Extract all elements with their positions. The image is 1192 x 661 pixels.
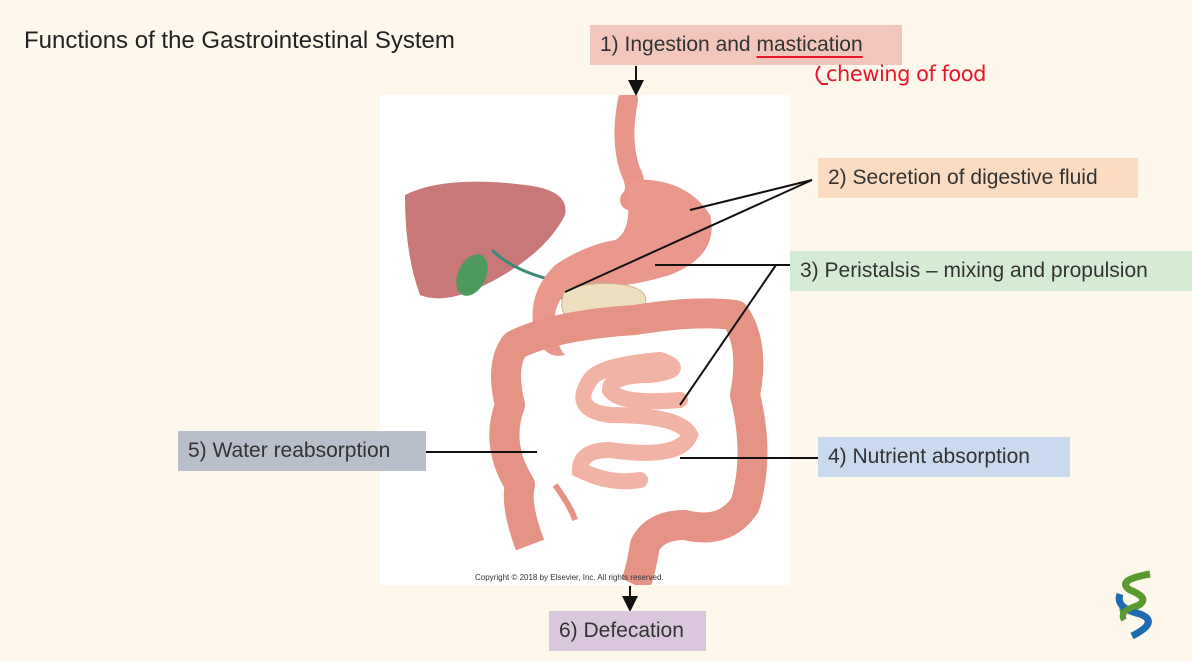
label-water-reabsorption: 5) Water reabsorption	[178, 431, 426, 471]
label-ingestion-text: 1) Ingestion and	[600, 33, 757, 56]
line-secretion-stomach	[689, 179, 813, 211]
line-peristalsis-intestine	[679, 264, 777, 406]
label-secretion: 2) Secretion of digestive fluid	[818, 158, 1138, 198]
small-intestine	[571, 351, 699, 490]
large-intestine	[489, 298, 768, 592]
copyright-text: Copyright © 2018 by Elsevier, Inc. All r…	[475, 573, 664, 582]
gallbladder	[456, 254, 488, 296]
label-peristalsis: 3) Peristalsis – mixing and propulsion	[790, 251, 1192, 291]
slide-title: Functions of the Gastrointestinal System	[24, 27, 455, 54]
label-defecation: 6) Defecation	[549, 611, 706, 651]
label-mastication-text: mastication	[756, 33, 863, 56]
annotation-chewing: chewing of food	[826, 62, 986, 86]
dna-logo-icon	[1115, 570, 1152, 640]
label-ingestion: 1) Ingestion and mastication	[590, 25, 902, 65]
line-secretion-pancreas	[564, 179, 813, 293]
stomach	[532, 179, 712, 356]
label-absorption: 4) Nutrient absorption	[818, 437, 1070, 477]
digestive-system-figure: Copyright © 2018 by Elsevier, Inc. All r…	[380, 90, 790, 592]
annotation-hook	[815, 65, 828, 85]
appendix	[552, 483, 578, 522]
liver	[405, 181, 566, 299]
digestive-organs-illustration	[405, 90, 768, 592]
